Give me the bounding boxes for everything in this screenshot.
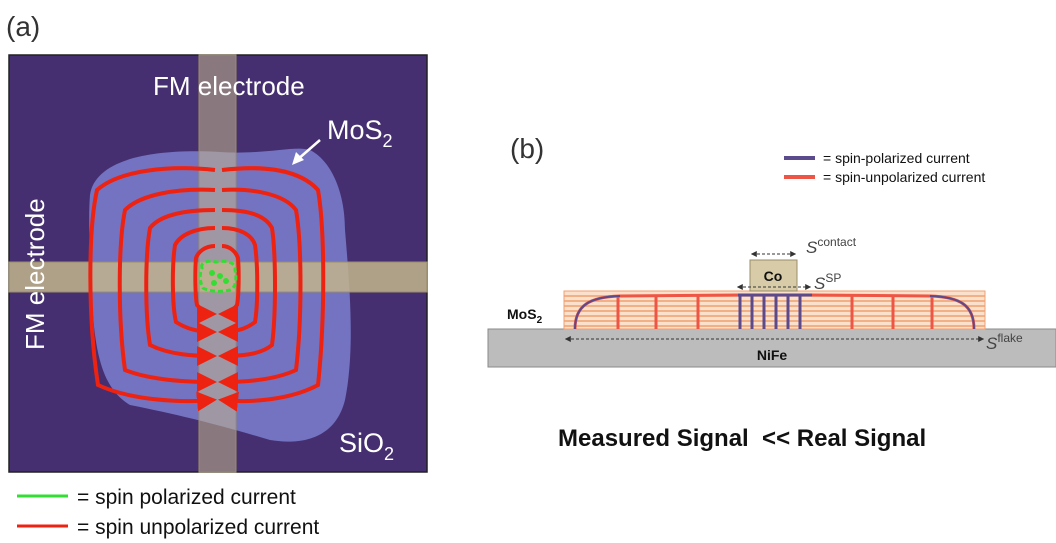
panel-a-label: (a) (6, 11, 40, 42)
fm-electrode-left-label: FM electrode (20, 198, 50, 350)
nife-label: NiFe (757, 347, 788, 363)
caption-measured-vs-real: Measured Signal << Real Signal (558, 425, 926, 452)
mos2-label-a: MoS2 (327, 115, 393, 151)
co-label: Co (764, 268, 783, 284)
s-flake-label: Sflake (986, 331, 1023, 353)
nife-layer (487, 328, 1056, 368)
mos2-label-b: MoS2 (507, 306, 543, 326)
s-contact-label: Scontact (806, 235, 857, 257)
panel-b-label: (b) (510, 133, 544, 164)
mos2-pointer-arrow (296, 139, 321, 161)
legend-a-text-unpolarized: = spin unpolarized current (77, 516, 319, 539)
spin-unpolarized-current-loops (88, 166, 326, 412)
spin-polarized-current (198, 259, 238, 293)
s-sp-label: SSP (814, 271, 841, 293)
mos2-pointer-arrowhead (292, 152, 304, 165)
fm-electrode-top-label: FM electrode (153, 71, 305, 101)
legend-b-text-polarized: = spin-polarized current (823, 150, 970, 166)
flake-current-paths (573, 293, 976, 330)
legend-a-text-polarized: = spin polarized current (77, 486, 296, 509)
sio2-label: SiO2 (339, 428, 394, 464)
legend-b-text-unpolarized: = spin-unpolarized current (823, 169, 985, 185)
